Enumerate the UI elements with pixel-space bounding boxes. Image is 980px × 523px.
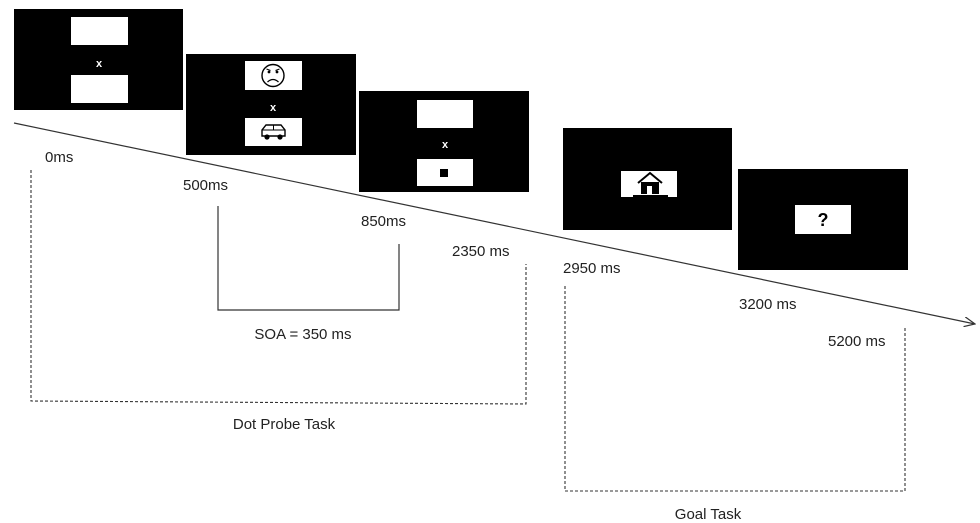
screen-dot-probe: x <box>359 91 529 192</box>
car-icon <box>261 124 286 140</box>
house-icon <box>633 171 668 197</box>
fixation-cross: x <box>442 139 449 151</box>
timeline-arrow <box>13 122 975 324</box>
time-label-2950ms: 2950 ms <box>563 260 621 277</box>
time-label-3200ms: 3200 ms <box>739 296 797 313</box>
question-mark: ? <box>818 210 829 230</box>
soa-label: SOA = 350 ms <box>254 326 351 343</box>
time-label-5200ms: 5200 ms <box>828 333 886 350</box>
soa-bracket <box>217 206 400 311</box>
time-label-500ms: 500ms <box>183 177 228 194</box>
fixation-cross: x <box>270 102 277 114</box>
bottom-placeholder-box <box>71 75 128 103</box>
sad-face-icon <box>261 63 285 88</box>
goal-task-bracket <box>564 286 906 492</box>
screen-fixation: x <box>14 9 183 110</box>
time-label-0ms: 0ms <box>45 149 73 166</box>
screen-question: ? <box>738 169 908 270</box>
screen-cue-pair: x <box>186 54 356 155</box>
dot-probe-task-bracket <box>30 170 527 405</box>
fixation-cross: x <box>96 58 103 70</box>
dot-probe-square <box>440 169 448 177</box>
dot-probe-task-label: Dot Probe Task <box>233 416 336 433</box>
time-label-850ms: 850ms <box>361 213 406 230</box>
screen-goal-image <box>563 128 732 230</box>
time-label-2350ms: 2350 ms <box>452 243 510 260</box>
top-placeholder-box <box>71 17 128 45</box>
goal-task-label: Goal Task <box>675 506 742 523</box>
